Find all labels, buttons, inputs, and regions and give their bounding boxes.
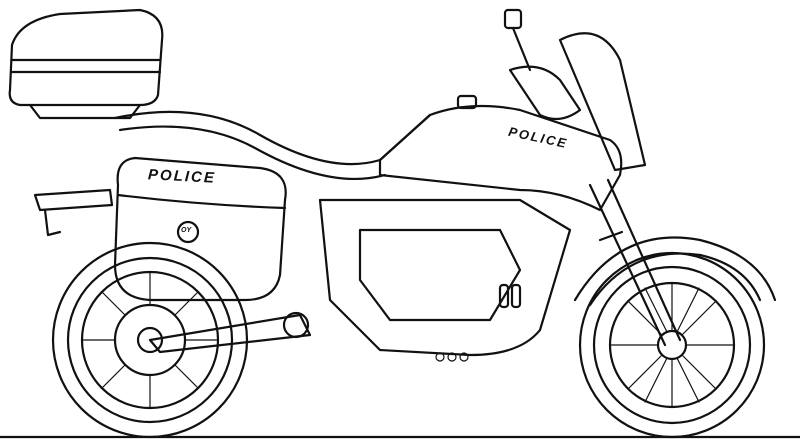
seat-and-frame [33, 110, 432, 237]
saddlebag [113, 156, 287, 302]
front-fork [588, 178, 682, 347]
front-wheel [573, 236, 777, 439]
saddlebag-police-label: POLICE [147, 166, 217, 187]
swingarm [148, 311, 312, 354]
windscreen [503, 8, 647, 172]
mirror-icon [503, 8, 523, 30]
badge-emblem: OY [181, 227, 192, 234]
engine-body [318, 198, 572, 362]
rear-wheel [51, 241, 249, 439]
fuel-tank [378, 94, 623, 212]
top-case [8, 8, 164, 120]
